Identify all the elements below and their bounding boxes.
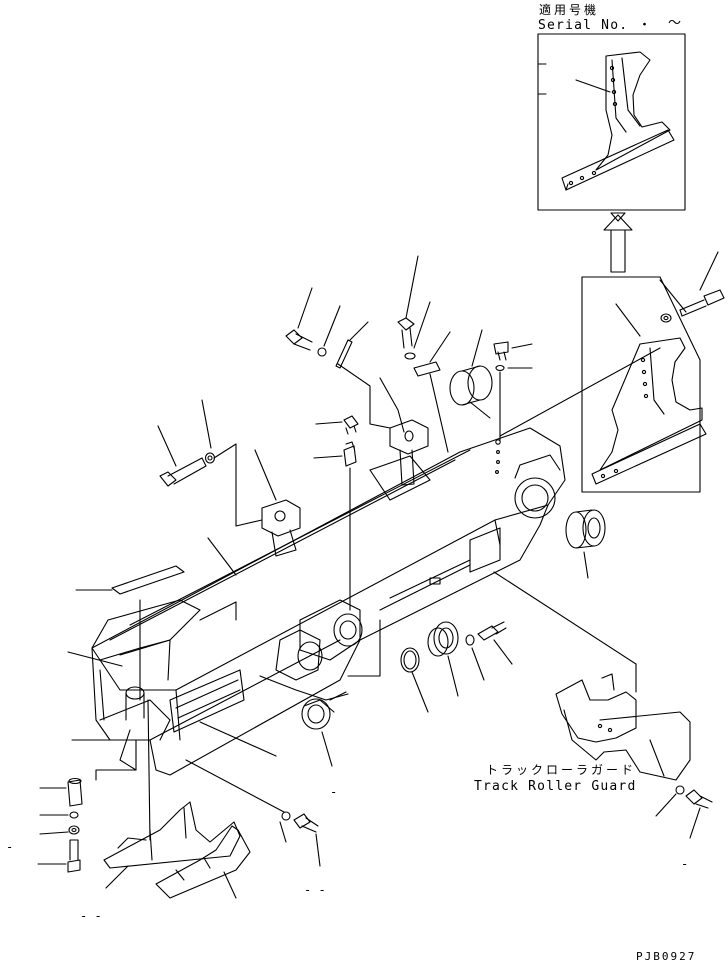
bolt-upper-a: [285, 287, 313, 351]
applicable-serial-jp: 適用号機: [539, 3, 600, 17]
dash-mark: -: [330, 785, 338, 799]
dash-mark: -: [681, 857, 689, 871]
pin-left: [39, 739, 137, 807]
dash-mark: - -: [80, 909, 102, 923]
pin-upper: [335, 321, 391, 429]
bushing-lower: [301, 698, 335, 767]
cover-plate: [75, 565, 185, 701]
dash-mark: - -: [304, 883, 326, 897]
serial-range-dot: ・: [638, 18, 653, 33]
track-frame: [91, 427, 566, 776]
bolt-upper-b: [397, 255, 431, 360]
drawing-code: PJB0927: [636, 950, 697, 963]
track-roller-guard: [493, 571, 691, 781]
leader-guards: [119, 699, 151, 841]
washer-left-small: [39, 811, 80, 835]
bushing-flanged: [427, 621, 459, 697]
bolt-slot-plate: [185, 721, 321, 867]
leader-center-bracket: [259, 619, 381, 701]
bushing-upper: [449, 329, 493, 419]
track-roller-guard-en: Track Roller Guard: [474, 779, 637, 794]
bushing-right: [565, 509, 606, 579]
lower-guard-rear: [155, 825, 251, 899]
upper-bracket-left: [254, 449, 301, 557]
serial-inset-box: [537, 33, 686, 211]
washer-upper-a: [317, 305, 341, 357]
shim-upper: [413, 331, 451, 453]
nipple-mid: [313, 441, 357, 611]
washer-left: [201, 399, 263, 527]
grease-fitting: [493, 341, 661, 441]
bolt-lower: [477, 621, 513, 665]
track-roller-guard-jp: トラックローラガード: [486, 763, 637, 777]
seal-ring: [400, 647, 429, 713]
serial-range-tilde: ～: [668, 16, 683, 31]
upper-bracket-center: [379, 377, 429, 486]
bolt-mid: [315, 415, 359, 435]
leader-left-frame: [67, 537, 237, 667]
dash-mark: -: [6, 840, 14, 854]
bolt-left-long: [157, 425, 207, 487]
up-arrow-icon: [603, 212, 633, 273]
bolt-top-right: [679, 251, 725, 317]
washer-lower: [465, 634, 485, 681]
washer-top-right: [659, 279, 687, 323]
current-inset-box: [581, 276, 707, 493]
guard-bolt-right: [655, 785, 713, 839]
bolt-left-vertical: [37, 839, 81, 873]
serial-number-label: Serial No.: [538, 18, 629, 33]
